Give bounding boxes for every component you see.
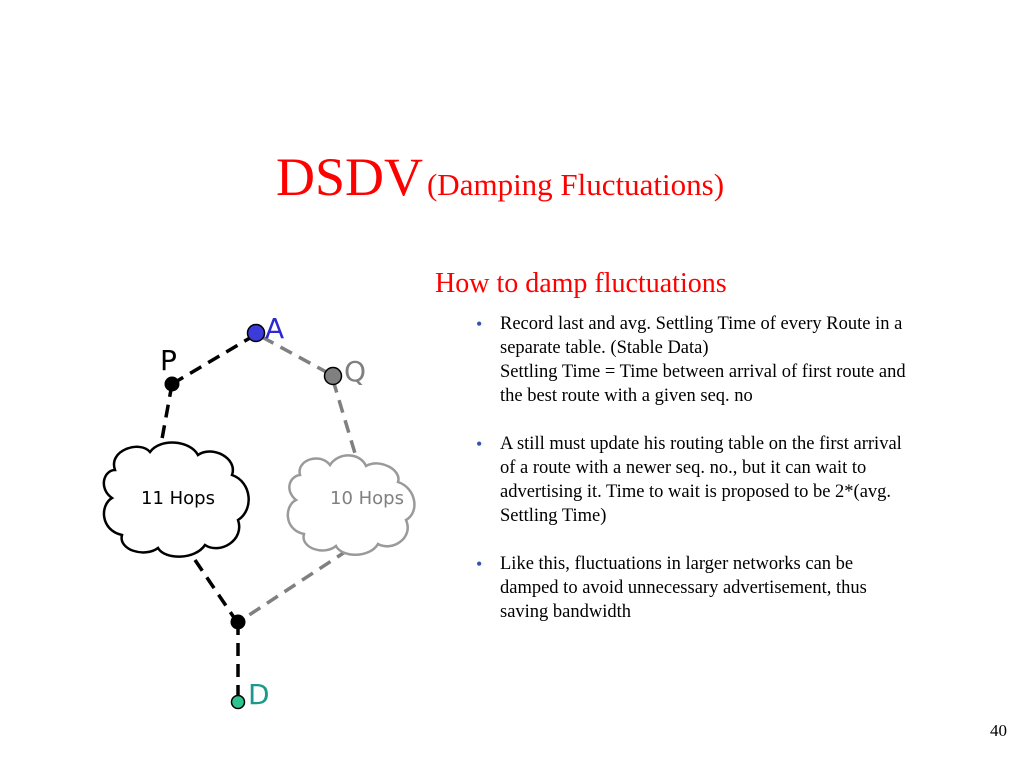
section-title: How to damp fluctuations: [435, 268, 727, 299]
bullet-line: saving bandwidth: [500, 602, 632, 622]
bullet-item: • Like this, fluctuations in larger netw…: [474, 552, 1014, 624]
bullet-line: Record last and avg. Settling Time of ev…: [500, 314, 903, 334]
node-a-icon: [246, 323, 266, 343]
cloud-shape: [102, 441, 250, 558]
links: [158, 333, 359, 698]
bullet-line: Settling Time): [500, 506, 607, 526]
page-number: 40: [990, 721, 1007, 740]
bullet-line: the best route with a given seq. no: [500, 386, 753, 406]
bullet-dot-icon: •: [476, 554, 483, 574]
bullet-line: Settling Time = Time between arrival of …: [500, 362, 906, 382]
node-q-icon: [323, 366, 343, 386]
title-main: DSDV: [275, 147, 423, 207]
bullet-dot-icon: •: [476, 434, 483, 454]
bullet-line: advertising it. Time to wait is proposed…: [500, 482, 892, 502]
node-relay-icon: [230, 614, 246, 630]
node-q-label: Q: [344, 355, 366, 388]
link-p-cloud11: [158, 383, 174, 451]
cloud-11-hops: 11 Hops: [102, 441, 250, 558]
bullet-line: damped to avoid unnecessary advertisemen…: [500, 578, 867, 598]
bullet-item: • Record last and avg. Settling Time of …: [474, 312, 1014, 408]
link-p-a: [171, 333, 256, 386]
node-a-label: A: [265, 312, 284, 345]
link-a-q: [261, 335, 331, 376]
bullet-list: • Record last and avg. Settling Time of …: [474, 312, 1014, 648]
cloud-11-label: 11 Hops: [141, 488, 215, 509]
cloud-10-label: 10 Hops: [330, 488, 404, 509]
bullet-line: A still must update his routing table on…: [500, 434, 902, 454]
cloud-shape: [286, 454, 416, 556]
node-p-icon: [164, 376, 180, 392]
link-cloud11-relay: [193, 559, 239, 623]
link-q-cloud10: [331, 379, 359, 461]
bullet-item: • A still must update his routing table …: [474, 432, 1014, 528]
bullet-line: Like this, fluctuations in larger networ…: [500, 554, 854, 574]
link-cloud10-relay: [239, 548, 349, 623]
title-subtitle: (Damping Fluctuations): [426, 167, 725, 202]
node-d-icon: [230, 694, 246, 710]
bullet-dot-icon: •: [476, 314, 483, 334]
node-d-label: D: [248, 678, 270, 711]
node-p-label: P: [160, 344, 177, 377]
bullet-line: of a route with a newer seq. no., but it…: [500, 458, 867, 478]
cloud-10-hops: 10 Hops: [286, 454, 416, 556]
slide-title: DSDV (Damping Fluctuations): [0, 150, 1000, 204]
bullet-line: separate table. (Stable Data): [500, 338, 709, 358]
